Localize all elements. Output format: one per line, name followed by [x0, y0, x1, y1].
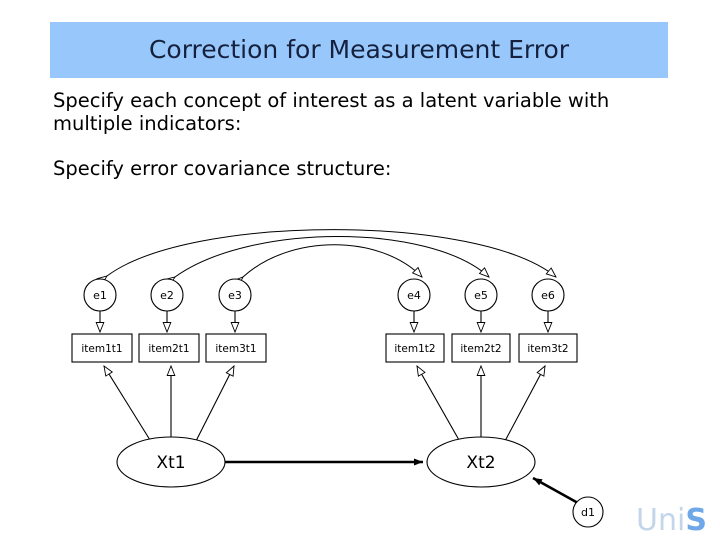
latent-label-xt2: Xt2 [466, 453, 495, 473]
error-label-e2: e2 [160, 289, 174, 302]
error-label-e3: e3 [228, 289, 242, 302]
indicator-label-item3t1: item3t1 [215, 343, 256, 355]
title-banner: Correction for Measurement Error [50, 22, 668, 78]
indicator-node-item1t2[interactable]: item1t2 [385, 333, 445, 363]
bullet-text-1: Specify each concept of interest as a la… [53, 89, 610, 135]
indicator-node-item2t1[interactable]: item2t1 [138, 333, 200, 363]
disturbance-path-d1-xt2 [532, 476, 579, 505]
indicator-label-item2t2: item2t2 [460, 343, 501, 355]
bullet-text-2: Specify error covariance structure: [53, 157, 392, 180]
logo-accent-text: S [685, 503, 707, 538]
indicator-node-item1t1[interactable]: item1t1 [71, 333, 133, 363]
error-node-e1[interactable]: e1 [83, 278, 117, 312]
unis-logo: UniS [636, 503, 707, 538]
indicator-label-item1t1: item1t1 [81, 343, 122, 355]
error-node-e3[interactable]: e3 [218, 278, 252, 312]
latent-node-xt2[interactable]: Xt2 [426, 436, 536, 488]
error-node-e4[interactable]: e4 [397, 278, 431, 312]
error-label-e5: e5 [474, 289, 488, 302]
error-to-indicator-arrows [100, 311, 548, 332]
latent-label-xt1: Xt1 [156, 453, 185, 473]
loading-arrows-xt2 [417, 366, 545, 442]
error-covariance-arc-e1-e4 [107, 229, 556, 277]
disturbance-node-d1[interactable]: d1 [572, 496, 604, 528]
page-title: Correction for Measurement Error [148, 35, 570, 64]
latent-node-xt1[interactable]: Xt1 [116, 436, 226, 488]
indicator-node-item2t2[interactable]: item2t2 [451, 333, 511, 363]
error-label-e1: e1 [93, 289, 107, 302]
disturbance-label-d1: d1 [581, 506, 595, 519]
error-node-e2[interactable]: e2 [150, 278, 184, 312]
logo-primary-text: Uni [636, 503, 686, 538]
loading-arrows-xt1 [104, 366, 234, 442]
error-node-e5[interactable]: e5 [464, 278, 498, 312]
error-label-e4: e4 [407, 289, 421, 302]
error-label-e6: e6 [541, 289, 555, 302]
indicator-label-item3t2: item3t2 [527, 343, 568, 355]
error-node-e6[interactable]: e6 [531, 278, 565, 312]
error-covariance-arc-e2-e5 [175, 236, 489, 278]
indicator-node-item3t1[interactable]: item3t1 [205, 333, 267, 363]
indicator-node-item3t2[interactable]: item3t2 [518, 333, 578, 363]
indicator-label-item1t2: item1t2 [394, 343, 435, 355]
indicator-label-item2t1: item2t1 [148, 343, 189, 355]
error-covariance-arc-e3-e6 [243, 244, 422, 277]
